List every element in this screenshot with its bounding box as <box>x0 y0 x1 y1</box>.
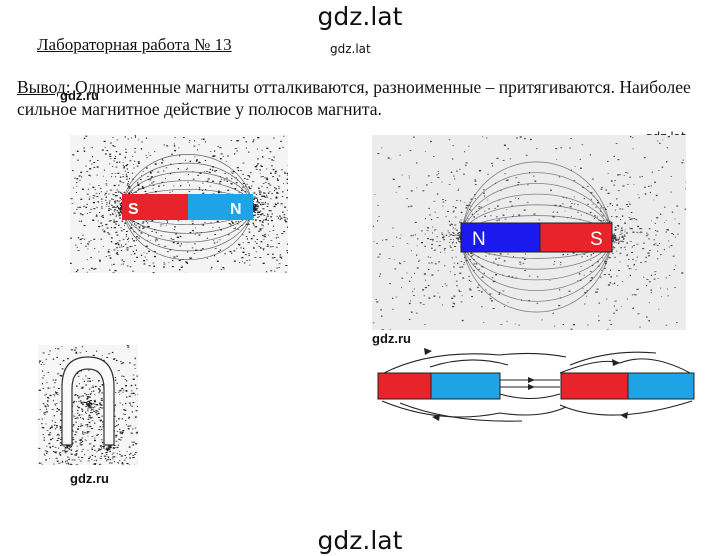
pole-label-s-2: S <box>590 229 603 250</box>
lab-title: Лабораторная работа № 13 <box>37 35 232 54</box>
pole-label-n: N <box>230 201 242 218</box>
magnet-pole-s-2 <box>539 222 613 253</box>
watermark-top: gdz.lat <box>317 2 403 31</box>
figure-horseshoe-magnet <box>38 345 138 465</box>
sketch-magnet-1-blue <box>430 372 501 400</box>
sketch-magnet-2-red <box>560 372 629 400</box>
sketch-magnet-1-red <box>377 372 432 400</box>
figure-two-magnets-sketch <box>377 348 695 422</box>
watermark-gdzru-3: gdz.ru <box>70 471 109 486</box>
watermark-gdzru-2: gdz.ru <box>372 331 411 346</box>
figure-bar-magnet-filings: S N <box>70 135 288 273</box>
sketch-magnet-2-blue <box>627 372 695 400</box>
watermark-gdzru-1: gdz.ru <box>60 88 99 103</box>
pole-label-n-2: N <box>472 229 486 250</box>
watermark-bottom: gdz.lat <box>317 526 403 555</box>
conclusion-paragraph: Вывод: Одноименные магниты отталкиваются… <box>17 76 717 120</box>
magnet-pole-n <box>188 194 253 220</box>
watermark-small-header: gdz.lat <box>330 42 371 56</box>
conclusion-text: Одноименные магниты отталкиваются, разно… <box>17 77 691 119</box>
conclusion-label: Вывод: <box>17 77 71 97</box>
magnet-pole-s <box>122 194 188 220</box>
magnet-pole-n-2 <box>460 222 541 253</box>
pole-label-s: S <box>128 201 139 218</box>
figure-bar-magnet-field: N S <box>372 135 686 330</box>
